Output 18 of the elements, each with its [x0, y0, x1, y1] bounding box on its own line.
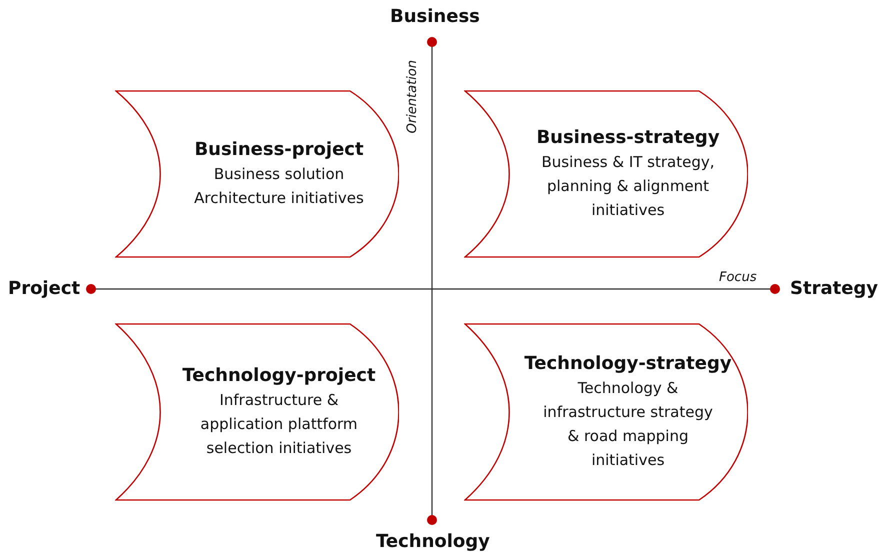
quadrant-shape [464, 323, 748, 501]
axis-end-label: Business [390, 6, 480, 27]
quadrant-shape [115, 323, 399, 501]
quadrant-title: Business-project [194, 138, 364, 160]
quadrant-title: Technology-project [182, 364, 376, 386]
quadrant-description: Business & IT strategy, planning & alignment initiatives [540, 152, 716, 220]
quadrant-title: Business-strategy [536, 126, 720, 148]
axis-end-label: Strategy [790, 278, 878, 299]
quadrant-shape [464, 90, 748, 258]
quadrant-description: Technology & infrastructure strategy & road mapping initiatives [543, 378, 713, 470]
axis-title: Focus [719, 270, 757, 285]
axis-end-label: Technology [376, 531, 490, 552]
quadrant-description: Business solution Architecture initiatives [194, 164, 364, 208]
axis-end-label: Project [8, 278, 80, 299]
axis-title: Orientation [405, 60, 420, 134]
quadrant-description: Infrastructure & application plattform selection initiatives [199, 390, 359, 458]
quadrant-title: Technology-strategy [524, 352, 732, 374]
quadrant-shape [115, 90, 399, 258]
